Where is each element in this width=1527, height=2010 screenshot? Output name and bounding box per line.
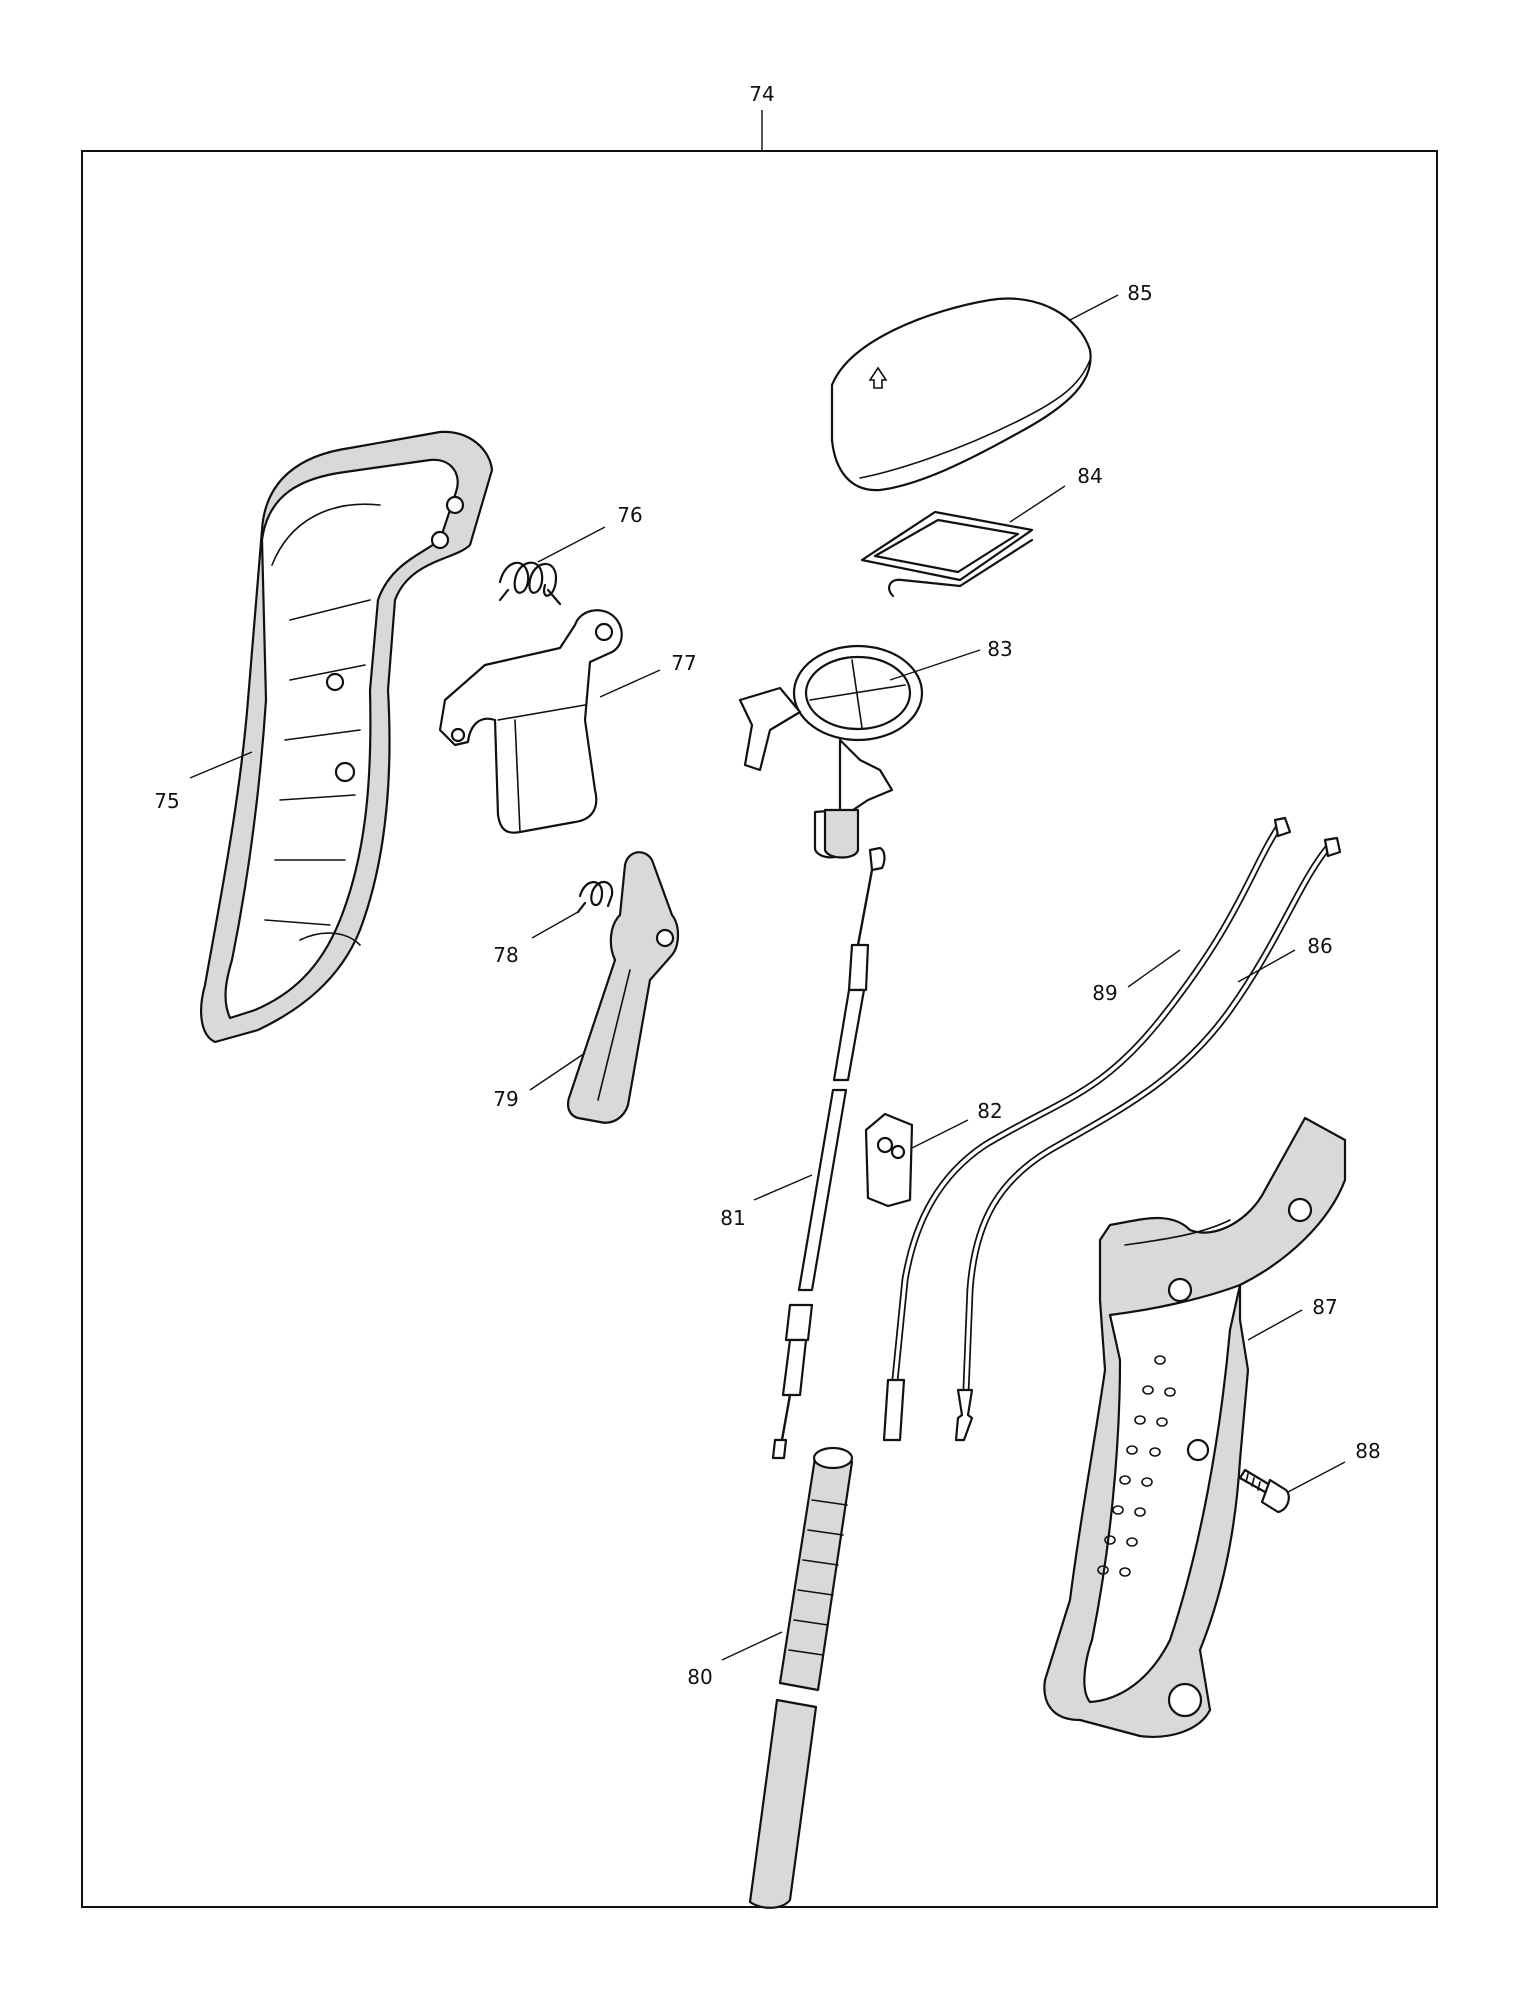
part-84-clip-frame: [860, 510, 1034, 598]
callout-79: 79: [493, 1087, 518, 1111]
leader-81: [753, 1174, 813, 1201]
callout-76: 76: [617, 503, 642, 527]
callout-83: 83: [987, 637, 1012, 661]
callout-87: 87: [1312, 1295, 1337, 1319]
part-79-lock-off-lever: [567, 851, 680, 1124]
leader-84: [1009, 485, 1066, 523]
part-87-handle-cover: [1043, 1116, 1347, 1738]
part-81-throttle-cable: [771, 846, 886, 1460]
part-76-torsion-spring: [498, 561, 562, 606]
callout-89: 89: [1092, 981, 1117, 1005]
part-88-screw: [1238, 1468, 1290, 1514]
part-77-trigger-lever: [438, 609, 623, 834]
leader-86: [1237, 949, 1296, 983]
callout-81: 81: [720, 1206, 745, 1230]
leader-77: [599, 669, 661, 698]
leader-78: [531, 911, 579, 939]
leader-83: [889, 649, 981, 681]
callout-77: 77: [671, 651, 696, 675]
leader-82: [911, 1119, 969, 1149]
callout-74: 74: [749, 82, 774, 106]
leader-80: [721, 1631, 783, 1661]
callout-86: 86: [1307, 934, 1332, 958]
part-89-wire: [882, 816, 1292, 1442]
callout-88: 88: [1355, 1439, 1380, 1463]
callout-85: 85: [1127, 281, 1152, 305]
leader-89: [1127, 949, 1181, 988]
leader-85: [1069, 294, 1119, 321]
part-83-switch-unit: [738, 644, 924, 859]
part-85-top-cover: [830, 297, 1092, 492]
callout-75: 75: [154, 789, 179, 813]
callout-84: 84: [1077, 464, 1102, 488]
part-75-handle-housing: [200, 430, 494, 1044]
part-86-wire: [954, 836, 1342, 1442]
part-80-grip-tube: [748, 1446, 854, 1909]
callout-78: 78: [493, 943, 518, 967]
leader-76: [537, 526, 606, 563]
leader-88: [1287, 1461, 1346, 1493]
callout-82: 82: [977, 1099, 1002, 1123]
leader-75: [189, 751, 253, 779]
part-78-small-spring: [576, 880, 614, 914]
part-82-cable-holder: [864, 1112, 914, 1208]
callout-80: 80: [687, 1665, 712, 1689]
leader-87: [1247, 1309, 1303, 1341]
assembly-frame: [81, 150, 1438, 1908]
leader-79: [529, 1052, 586, 1091]
